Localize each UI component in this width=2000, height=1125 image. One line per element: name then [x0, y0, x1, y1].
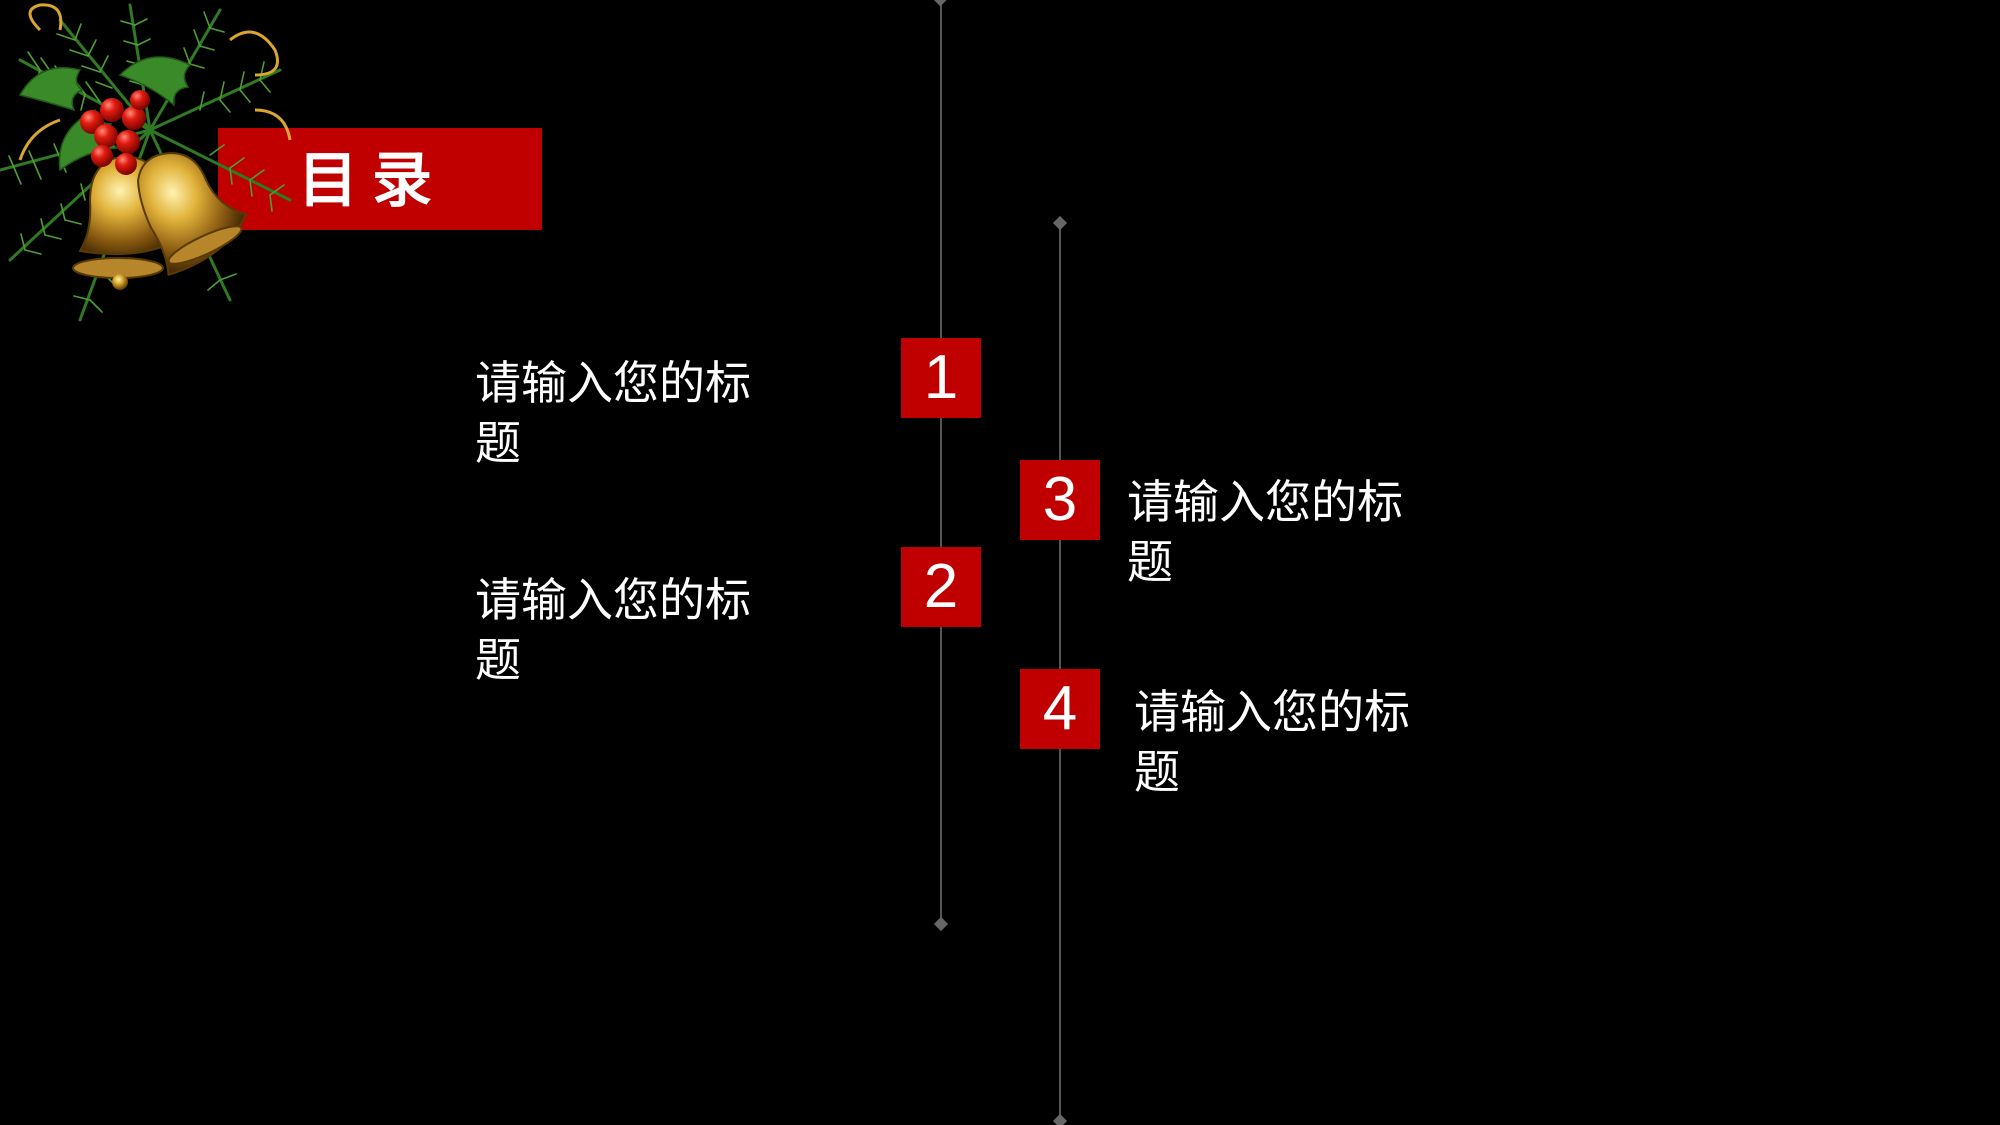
item-title-2[interactable]: 请输入您的标题	[475, 573, 751, 687]
item-number-3: 3	[1020, 460, 1100, 540]
slide-title: 目录	[298, 146, 446, 216]
item-number-4: 4	[1020, 669, 1100, 749]
christmas-bells-holly-icon	[0, 3, 292, 322]
item-number-2: 2	[901, 547, 981, 627]
item-number-1: 1	[901, 338, 981, 418]
item-title-4[interactable]: 请输入您的标题	[1134, 685, 1410, 799]
item-title-1[interactable]: 请输入您的标题	[475, 356, 751, 470]
item-title-3[interactable]: 请输入您的标题	[1127, 475, 1403, 589]
title-banner	[218, 128, 542, 230]
